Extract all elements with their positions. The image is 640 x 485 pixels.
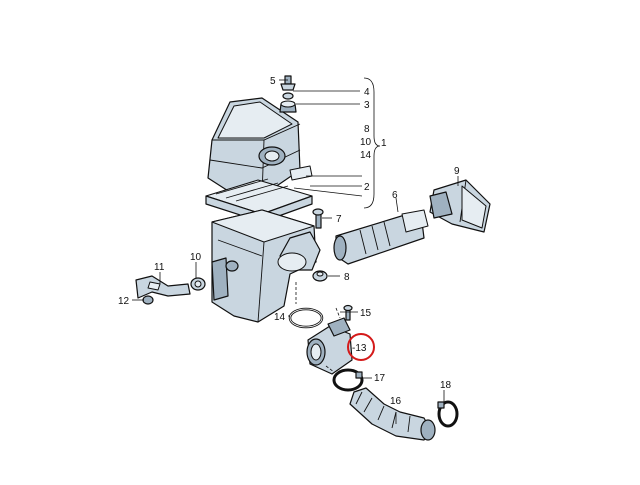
air-mass-meter bbox=[306, 317, 353, 375]
air-filter-lid bbox=[207, 97, 313, 197]
label-9: 9 bbox=[454, 166, 460, 177]
label-7: 7 bbox=[336, 214, 342, 225]
label-8: 8 bbox=[344, 272, 350, 283]
label-12: 12 bbox=[118, 296, 130, 307]
label-6: 6 bbox=[392, 190, 398, 201]
highlight-circle-13 bbox=[347, 333, 375, 361]
bolt-7 bbox=[312, 208, 324, 229]
label-1: 1 bbox=[381, 138, 387, 149]
label-bracket-14: 14 bbox=[360, 150, 372, 161]
label-11: 11 bbox=[154, 262, 165, 273]
label-18: 18 bbox=[440, 380, 452, 391]
label-2: 2 bbox=[364, 182, 370, 193]
label-bracket-10: 10 bbox=[360, 137, 372, 148]
leader-lines bbox=[132, 79, 459, 424]
fasteners-top bbox=[279, 75, 297, 113]
label-16: 16 bbox=[390, 396, 402, 407]
label-14: 14 bbox=[274, 312, 286, 323]
intake-hose-16 bbox=[349, 387, 436, 441]
intake-duct bbox=[333, 209, 429, 265]
label-bracket-8: 8 bbox=[364, 124, 370, 135]
label-13: -13 bbox=[352, 343, 367, 354]
label-5: 5 bbox=[270, 76, 276, 87]
seal-ring-14 bbox=[288, 307, 324, 329]
housing-outlet-elbow bbox=[277, 231, 321, 272]
label-4: 4 bbox=[364, 87, 370, 98]
screw-15 bbox=[343, 304, 353, 321]
label-15: 15 bbox=[360, 308, 372, 319]
label-10: 10 bbox=[190, 252, 202, 263]
label-3: 3 bbox=[364, 100, 370, 111]
hose-clamp-17 bbox=[332, 368, 364, 392]
group-bracket-1 bbox=[363, 77, 381, 209]
bolt-12 bbox=[142, 295, 154, 305]
bracket-11 bbox=[135, 275, 191, 299]
air-intake-funnel bbox=[429, 179, 491, 233]
nut-8 bbox=[312, 270, 328, 282]
label-17: 17 bbox=[374, 373, 386, 384]
grommet-10 bbox=[190, 277, 206, 291]
hose-clamp-18 bbox=[437, 400, 459, 428]
